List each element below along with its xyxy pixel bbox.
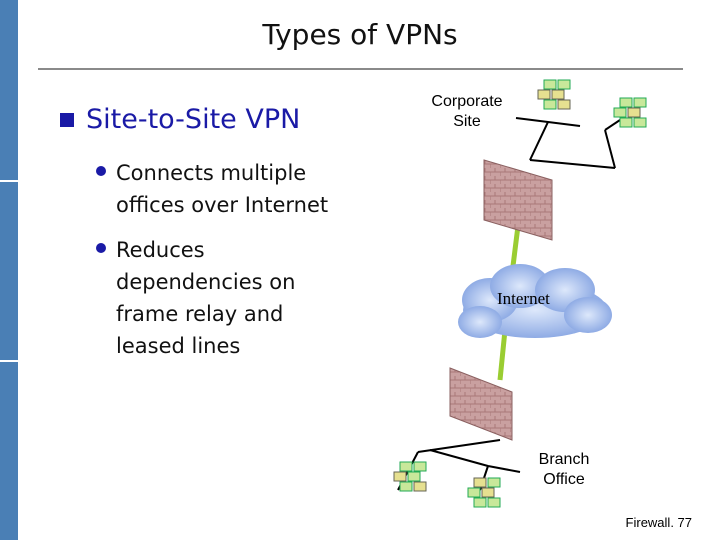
cloud-icon (458, 264, 612, 338)
slide-title: Types of VPNs (262, 18, 458, 51)
wan-link (497, 329, 508, 381)
workstation-group-icon (467, 477, 501, 508)
title-underline (38, 68, 683, 70)
lan-line (487, 465, 521, 473)
bullet-1-line: offices over Internet (116, 193, 329, 217)
lan-line (604, 119, 621, 131)
corporate-site-line: Site (453, 113, 481, 130)
square-bullet-icon (60, 113, 74, 127)
lan-line (604, 129, 616, 169)
firewall-icon (449, 367, 513, 441)
firewall-icon (483, 159, 553, 241)
lan-line (529, 159, 616, 169)
workstation-group-icon (613, 97, 647, 128)
bullet-2-line: dependencies on (116, 270, 296, 294)
heading-text: Site-to-Site VPN (86, 104, 301, 135)
corporate-site-label: Corporate Site (414, 92, 520, 132)
lan-line (529, 121, 549, 161)
workstation-group-icon (393, 461, 427, 492)
bullet-2-line: frame relay and (116, 302, 284, 326)
branch-office-line: Office (543, 471, 585, 488)
branch-office-line: Branch (538, 451, 590, 468)
bullet-1-line: Connects multiple (116, 161, 307, 185)
corporate-site-line: Corporate (431, 93, 503, 110)
internet-label: Internet (497, 289, 550, 308)
bullet-2: Reduces dependencies on frame relay and … (116, 234, 295, 362)
left-accent-bar (0, 0, 18, 540)
branch-office-label: Branch Office (522, 450, 606, 490)
accent-bar-divider (0, 360, 18, 362)
accent-bar-divider (0, 180, 18, 182)
workstation-group-icon (537, 79, 571, 110)
heading-bullet: Site-to-Site VPN (64, 104, 300, 135)
lan-line (429, 449, 489, 467)
bullet-2-line: leased lines (116, 334, 241, 358)
round-bullet-icon (96, 243, 106, 253)
bullet-2-line: Reduces (116, 238, 205, 262)
slide-footer: Firewall. 77 (625, 515, 692, 530)
bullet-1: Connects multiple offices over Internet (116, 157, 328, 221)
round-bullet-icon (96, 166, 106, 176)
